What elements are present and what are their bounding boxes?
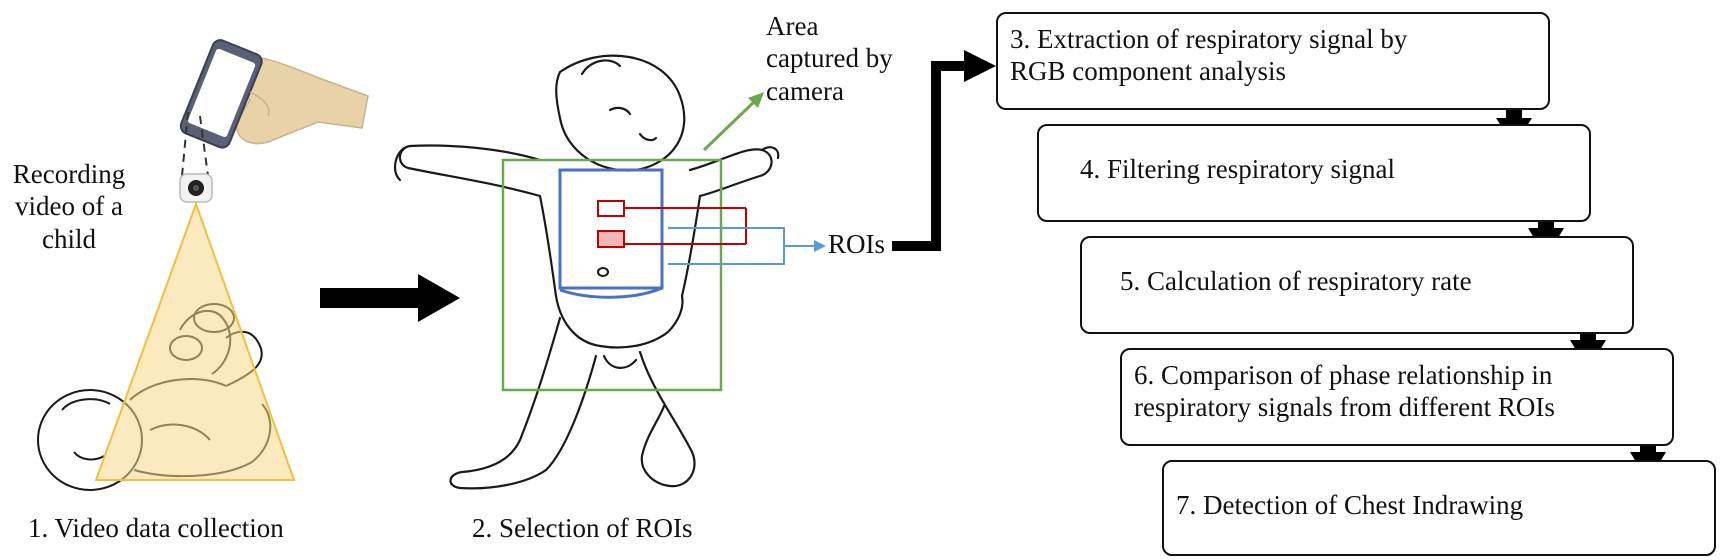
area-captured-box	[501, 158, 723, 392]
step-7-line-1: 7. Detection of Chest Indrawing	[1176, 490, 1524, 520]
step-5-line-1: 5. Calculation of respiratory rate	[1120, 266, 1472, 296]
rois-label: ROIs	[828, 229, 886, 259]
step-7-text: 7. Detection of Chest Indrawing	[1176, 490, 1523, 522]
camera-mount-lines	[181, 111, 209, 177]
step-6-text: 6. Comparison of phase relationship in r…	[1134, 360, 1555, 424]
area-line-2: captured by	[766, 43, 893, 74]
step-5-text: 5. Calculation of respiratory rate	[1120, 266, 1472, 298]
arrow-to-roi-selection	[320, 274, 460, 322]
standing-baby-sketch	[394, 54, 780, 490]
step-4-line-1: 4. Filtering respiratory signal	[1080, 154, 1395, 184]
step-3-text: 3. Extraction of respiratory signal by R…	[1010, 24, 1407, 88]
video-collection-caption: 1. Video data collection	[28, 513, 284, 543]
area-captured-label: Area captured by camera	[766, 10, 893, 107]
area-line-1: Area	[766, 11, 819, 41]
camera-icon	[179, 173, 213, 203]
roi-box-upper	[597, 200, 625, 217]
roi-selection-caption: 2. Selection of ROIs	[472, 513, 693, 543]
roi-box-lower	[597, 230, 625, 248]
navel-mark	[597, 267, 609, 277]
step-5-box	[1080, 236, 1634, 334]
camera-field-of-view	[94, 201, 296, 481]
step-4-text: 4. Filtering respiratory signal	[1080, 154, 1395, 186]
step-3-box	[996, 12, 1550, 110]
diaper-line	[559, 286, 663, 299]
recording-line-3: child	[42, 223, 96, 254]
roi-connector-lines	[624, 207, 747, 245]
step-3-line-2: RGB component analysis	[1010, 55, 1286, 86]
step-6-line-1: 6. Comparison of phase relationship in	[1134, 360, 1553, 390]
step-3-line-1: 3. Extraction of respiratory signal by	[1010, 24, 1408, 54]
step-6-line-2: respiratory signals from different ROIs	[1134, 391, 1555, 422]
recording-line-2: video of a	[15, 191, 123, 222]
chest-region-box	[558, 168, 664, 290]
recording-caption: Recording video of a child	[0, 158, 138, 255]
area-pointer-arrow	[702, 92, 764, 152]
arrow-to-pipeline	[892, 50, 996, 251]
recording-line-1: Recording	[12, 159, 126, 189]
roi-pointer-arrowhead	[814, 240, 826, 252]
roi-pointer-bracket	[668, 227, 818, 265]
step-4-box	[1037, 124, 1591, 222]
step-7-box	[1162, 460, 1716, 556]
hand-holding-phone-illustration	[179, 39, 369, 149]
area-line-3: camera	[766, 75, 844, 106]
step-6-box	[1120, 348, 1674, 446]
